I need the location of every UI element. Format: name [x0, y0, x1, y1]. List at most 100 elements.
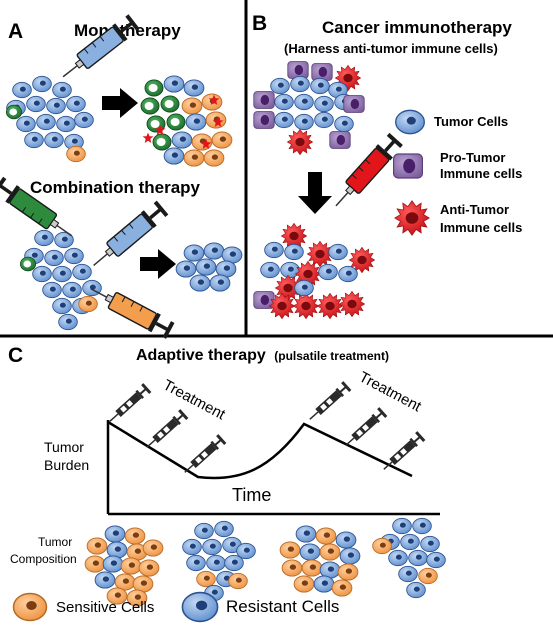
resistant-cell	[195, 258, 217, 276]
resistant-cell	[62, 281, 82, 299]
y-axis-label-2: Burden	[44, 457, 89, 473]
sensitive-cell	[331, 579, 353, 597]
resistant-cell	[52, 265, 72, 283]
sensitive-cell	[181, 97, 203, 115]
treatment-label-1: Treatment	[160, 377, 229, 424]
panel-c: C Adaptive therapy (pulsatile treatment)…	[8, 344, 446, 623]
resistant-cell	[294, 279, 314, 297]
resistant-cell	[36, 113, 56, 131]
resistant-cell	[294, 113, 314, 131]
composition-label-2: Composition	[10, 552, 77, 566]
resistant-cell	[290, 75, 310, 93]
resistant-cell-icon	[181, 591, 219, 623]
sensitive-cell	[124, 527, 146, 545]
pro-tumor-cell	[287, 61, 309, 79]
anti-tumor-cell	[338, 290, 366, 318]
resistant-cell	[44, 249, 64, 267]
treatment-label-2: Treatment	[356, 369, 425, 416]
resistant-cell	[102, 555, 124, 573]
panel-a: A Monotherapy Combination therapy	[0, 12, 243, 339]
panel-a-letter: A	[8, 20, 23, 43]
combination-tumor-before	[19, 229, 102, 331]
pro-tumor-cell	[311, 63, 333, 81]
resistant-cell	[328, 243, 348, 261]
sensitive-cell	[66, 145, 86, 163]
sensitive-cell	[138, 559, 160, 577]
resistant-cell	[310, 77, 330, 95]
anti-tumor-cell	[292, 292, 320, 320]
monotherapy-tumor-before	[5, 75, 94, 163]
resistant-cell	[66, 95, 86, 113]
resistant-cell	[206, 554, 226, 572]
resistant-cell	[406, 581, 426, 599]
resistant-cell	[58, 313, 78, 331]
resistant-cell	[171, 131, 193, 149]
syringe-icon	[104, 382, 152, 428]
legend-anti-tumor-label: Anti-Tumor	[440, 202, 509, 217]
adaptive-therapy-title: Adaptive therapy (pulsatile treatment)	[136, 347, 389, 364]
drug-bound-cell	[152, 133, 172, 151]
resistant-cell	[260, 261, 280, 279]
sensitive-cell	[372, 537, 392, 555]
resistant-cell	[412, 517, 432, 535]
tumor-burden-curve	[107, 420, 413, 480]
sensitive-cell	[120, 557, 142, 575]
resistant-cell	[295, 525, 317, 543]
resistant-cell	[203, 242, 225, 260]
immunotherapy-arrow-icon	[298, 172, 332, 214]
tumor-composition-1	[84, 525, 164, 607]
sensitive-cell	[293, 575, 315, 593]
sensitive-cell	[228, 572, 248, 590]
resistant-cell	[194, 522, 214, 540]
resistant-cell	[314, 95, 334, 113]
adaptive-therapy-title-small: (pulsatile treatment)	[274, 349, 389, 363]
resistant-cell	[280, 261, 300, 279]
drug-bound-cell	[144, 79, 164, 97]
panel-b-letter: B	[252, 12, 267, 35]
legend-pro-tumor-label-2: Immune cells	[440, 166, 522, 181]
sensitive-cell-icon	[12, 592, 48, 622]
sensitive-cell	[86, 537, 108, 555]
legend-sensitive-label: Sensitive Cells	[56, 599, 154, 616]
pro-tumor-cell	[329, 131, 351, 149]
combination-arrow-icon	[140, 249, 176, 279]
resistant-cell	[294, 93, 314, 111]
resistant-cell	[32, 75, 52, 93]
resistant-cell	[339, 547, 361, 565]
resistant-cell	[398, 565, 418, 583]
anti-tumor-cell-icon	[394, 200, 430, 236]
resistant-cell	[163, 75, 185, 93]
resistant-cell	[224, 554, 244, 572]
syringe-icon	[340, 406, 388, 452]
resistant-cell	[44, 131, 64, 149]
pro-tumor-cell	[343, 95, 365, 113]
tumor-composition-4	[372, 517, 446, 599]
resistant-cell	[408, 549, 428, 567]
sensitive-cell	[319, 543, 341, 561]
resistant-cell	[400, 533, 420, 551]
resistant-cell	[26, 95, 46, 113]
sensitive-cell	[142, 539, 164, 557]
immunotherapy-tumor-before	[253, 61, 365, 156]
resistant-cell	[426, 551, 446, 569]
resistant-cell	[52, 297, 72, 315]
resistant-cell	[270, 77, 290, 95]
syringe-icon	[179, 433, 227, 479]
pro-tumor-cell	[253, 91, 275, 109]
resistant-cell	[335, 531, 357, 549]
sensitive-cell	[418, 567, 438, 585]
resistant-cell	[185, 113, 207, 131]
syringe-icon	[141, 408, 189, 454]
legend-anti-tumor-label-2: Immune cells	[440, 220, 522, 235]
monotherapy-title: Monotherapy	[74, 21, 181, 40]
resistant-cell	[46, 97, 66, 115]
resistant-cell	[12, 81, 32, 99]
x-axis-label: Time	[232, 485, 271, 505]
resistant-cell	[334, 115, 354, 133]
sensitive-cell	[279, 541, 301, 559]
pro-tumor-cell-icon	[393, 153, 423, 179]
pro-tumor-cell	[253, 111, 275, 129]
resistant-cell	[183, 244, 205, 262]
resistant-cell	[186, 554, 206, 572]
resistant-cell	[214, 520, 234, 538]
